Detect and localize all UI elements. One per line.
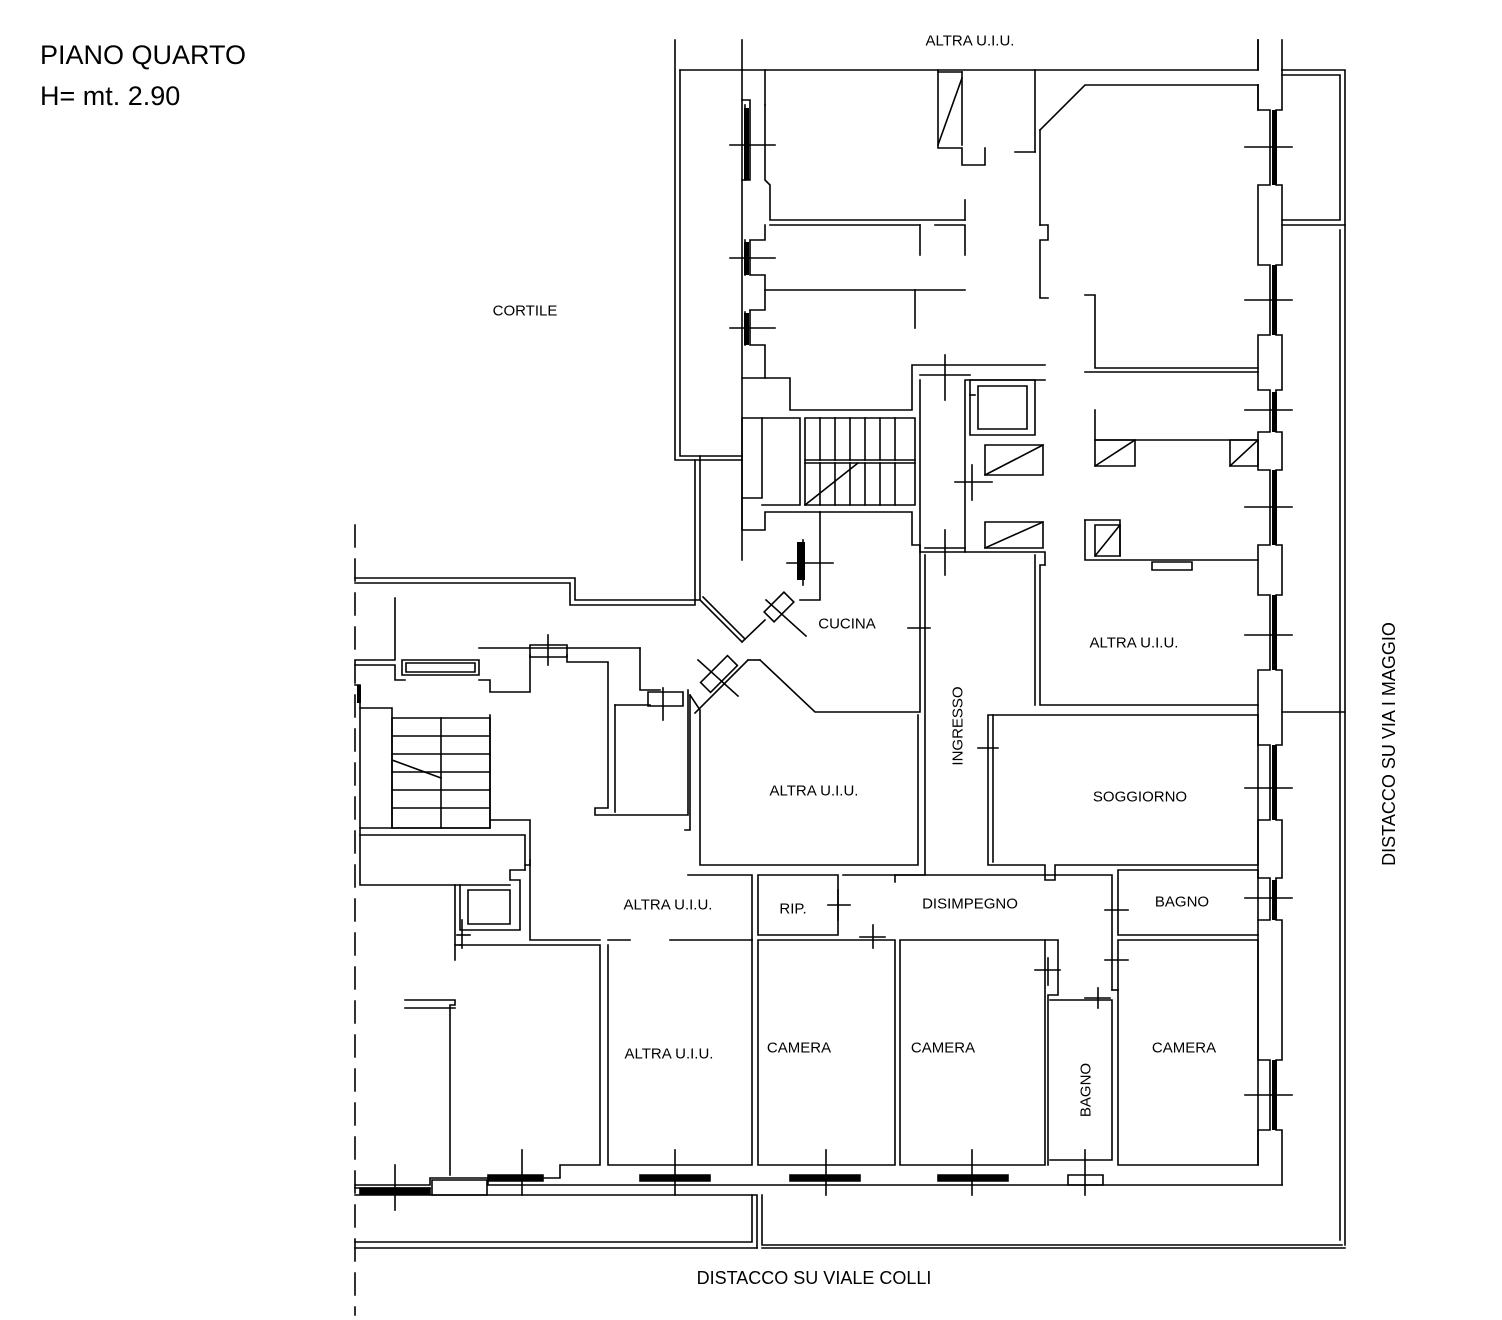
floor-title: PIANO QUARTO (40, 40, 247, 70)
room-label-cucina: CUCINA (818, 615, 876, 633)
room-label-camera-2: CAMERA (910, 1039, 976, 1057)
room-label-soggiorno: SOGGIORNO (1092, 788, 1188, 806)
room-label-rip: RIP. (779, 900, 807, 918)
room-label-camera-1: CAMERA (766, 1039, 832, 1057)
window-glazing (357, 108, 1277, 1130)
room-label-bagno-2: BAGNO (1077, 1062, 1095, 1118)
kitchen-entrance-walls (760, 512, 1258, 882)
boundary-label-bottom: DISTACCO SU VIALE COLLI (696, 1268, 932, 1288)
window-marks (395, 105, 1292, 1210)
bottom-exterior-wall (355, 1175, 1345, 1248)
room-label-altra-right: ALTRA U.I.U. (1089, 634, 1179, 652)
room-label-altra-top: ALTRA U.I.U. (925, 32, 1015, 50)
diagonal-link (695, 592, 794, 713)
right-service-shafts (1085, 410, 1258, 570)
lower-wing-walls (355, 456, 1258, 990)
room-label-bagno-1: BAGNO (1154, 893, 1210, 911)
right-exterior-wall (1258, 70, 1345, 1185)
boundary-label-right: DISTACCO SU VIA I MAGGIO (1379, 622, 1399, 866)
upper-wing-walls (742, 40, 1258, 560)
floor-height: H= mt. 2.90 (40, 81, 181, 111)
room-label-altra-bottom: ALTRA U.I.U. (624, 1045, 714, 1063)
room-label-camera-3: CAMERA (1151, 1039, 1217, 1057)
room-label-cortile: CORTILE (492, 302, 558, 320)
room-label-altra-center: ALTRA U.I.U. (769, 782, 859, 800)
room-label-ingresso: INGRESSO (949, 686, 967, 766)
upper-stair-core (742, 380, 1045, 565)
room-label-altra-mid: ALTRA U.I.U. (623, 896, 713, 914)
bedroom-row-walls (405, 940, 1258, 1178)
room-label-disimpegno: DISIMPEGNO (922, 895, 1018, 913)
boundary-distacco-right (1340, 225, 1345, 1245)
